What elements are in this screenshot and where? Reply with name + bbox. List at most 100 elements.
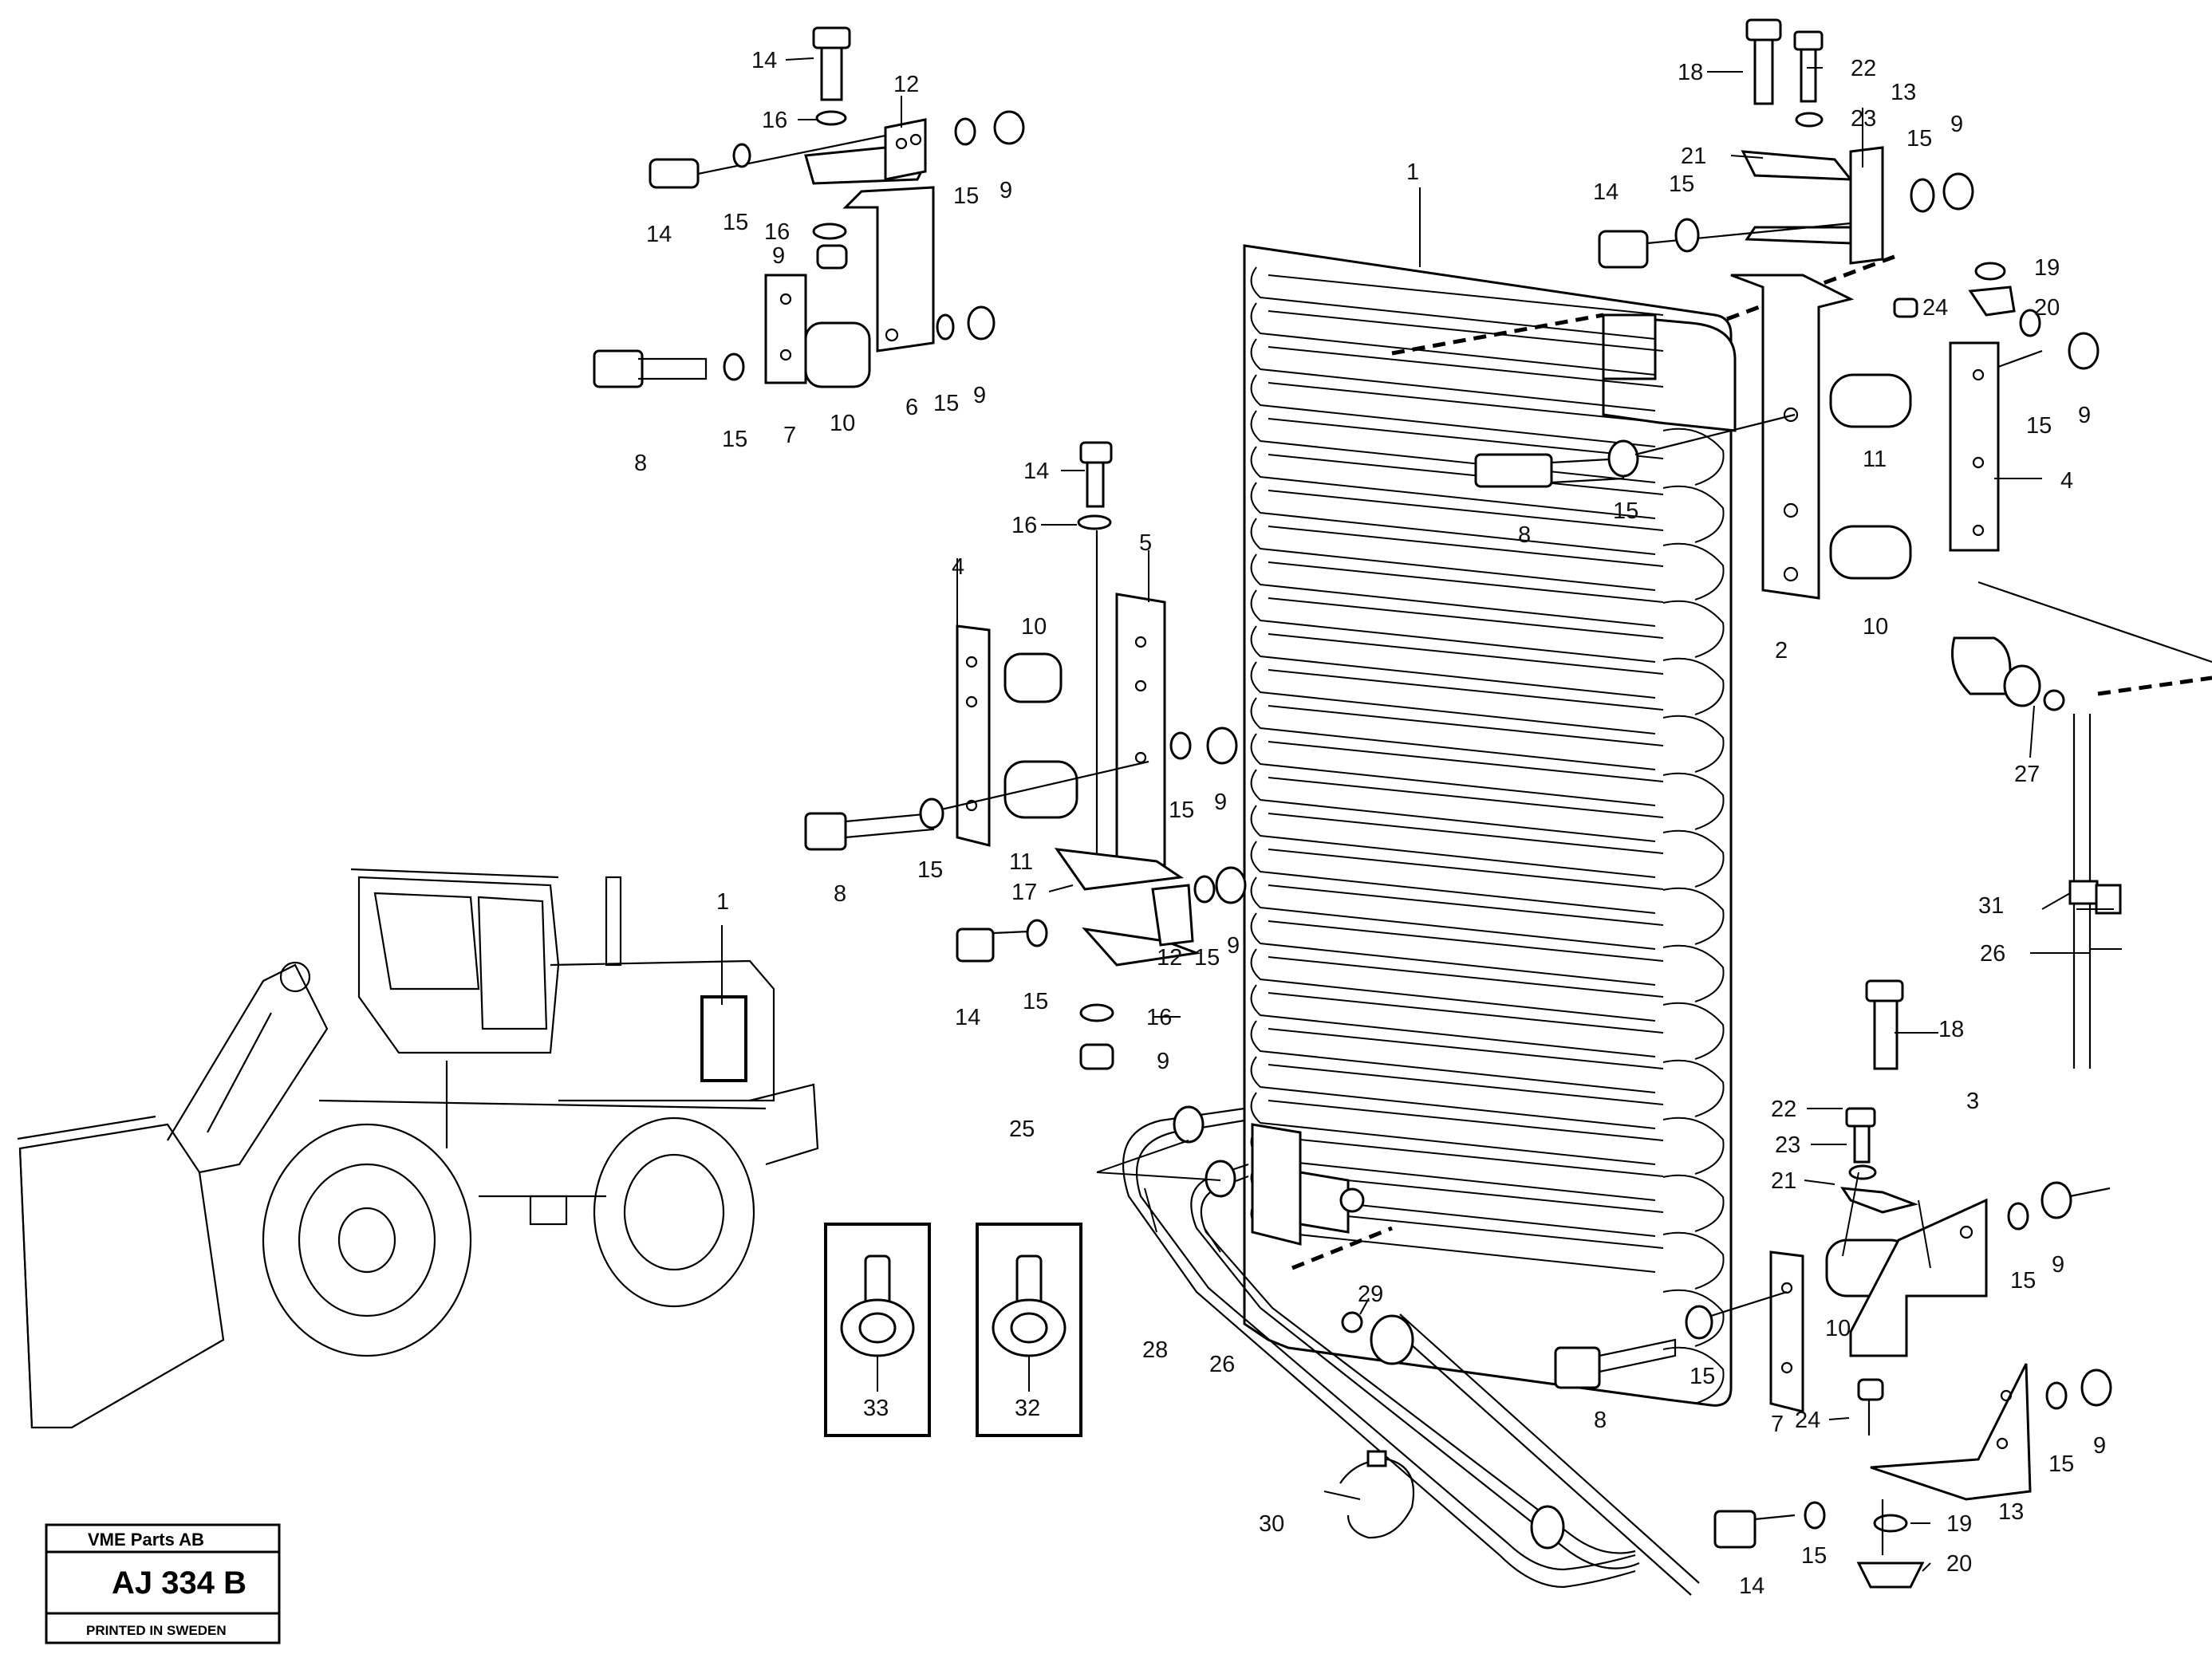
callout-15: 15 xyxy=(722,427,747,452)
condenser-fin xyxy=(1268,561,1664,603)
callout-14: 14 xyxy=(1023,459,1049,484)
condenser-tube xyxy=(1250,984,1656,1057)
callout-33: 33 xyxy=(863,1396,889,1421)
stamp-company: VME Parts AB xyxy=(88,1530,204,1550)
bracket-group-bottom-right xyxy=(1554,979,2112,1589)
condenser-tube xyxy=(1250,589,1656,663)
callout-9: 9 xyxy=(1157,1049,1169,1074)
condenser-return-bend xyxy=(1662,600,1725,658)
condenser-fin xyxy=(1268,1136,1664,1177)
condenser-return-bend xyxy=(1662,1346,1725,1404)
callout-15: 15 xyxy=(1023,989,1048,1014)
callout-4: 4 xyxy=(2060,468,2073,494)
condenser-tube xyxy=(1250,912,1656,986)
condenser-tube xyxy=(1250,876,1656,950)
callout-5: 5 xyxy=(1139,530,1152,556)
pipe-assembly-right xyxy=(1951,581,2212,1069)
condenser-tube xyxy=(1250,518,1656,591)
condenser-fin xyxy=(1268,346,1664,388)
callout-9: 9 xyxy=(1950,112,1963,137)
callout-15: 15 xyxy=(2048,1451,2074,1477)
condenser-tube xyxy=(1250,302,1656,376)
condenser-tube xyxy=(1250,338,1656,412)
condenser-return-bend xyxy=(1662,1174,1725,1232)
callout-14: 14 xyxy=(751,48,777,73)
callout-15: 15 xyxy=(1690,1364,1715,1389)
condenser-return-bend xyxy=(1662,485,1725,543)
callout-26: 26 xyxy=(1980,941,2005,967)
leader-lines xyxy=(721,96,2122,1500)
callout-21: 21 xyxy=(1771,1168,1796,1194)
callout-3: 3 xyxy=(1966,1089,1979,1114)
callout-6: 6 xyxy=(905,395,918,420)
condenser-fin xyxy=(1268,777,1664,818)
condenser-fin xyxy=(1268,382,1664,423)
callout-9: 9 xyxy=(772,243,785,269)
condenser-return-bend xyxy=(1662,542,1725,601)
callout-15: 15 xyxy=(1613,498,1638,524)
hoses xyxy=(1122,1105,1700,1596)
callout-11: 11 xyxy=(1009,849,1033,875)
callout-31: 31 xyxy=(1978,893,2004,919)
stamp-code: AJ 334 B xyxy=(112,1565,246,1601)
callout-19: 19 xyxy=(1946,1511,1972,1537)
callout-13: 13 xyxy=(1891,80,1916,105)
callout-16: 16 xyxy=(762,108,787,133)
condenser-tube xyxy=(1250,661,1656,734)
dashed-line xyxy=(1391,313,1604,356)
condenser-return-bend xyxy=(1662,427,1725,486)
callout-10: 10 xyxy=(1863,614,1888,640)
callout-15: 15 xyxy=(2026,413,2052,439)
callout-13: 13 xyxy=(1998,1499,2024,1525)
callout-27: 27 xyxy=(2014,762,2040,787)
callout-8: 8 xyxy=(634,451,647,476)
callout-14: 14 xyxy=(1739,1573,1764,1599)
callout-15: 15 xyxy=(1669,171,1694,197)
callout-30: 30 xyxy=(1259,1511,1284,1537)
callout-12: 12 xyxy=(1157,945,1182,971)
callout-25: 25 xyxy=(1009,1116,1035,1142)
callout-14: 14 xyxy=(646,222,672,247)
callout-18: 18 xyxy=(1938,1017,1964,1042)
callout-16: 16 xyxy=(1011,513,1037,538)
callout-15: 15 xyxy=(2010,1268,2036,1294)
stamp-printed: PRINTED IN SWEDEN xyxy=(86,1623,227,1638)
condenser-tube xyxy=(1250,1020,1656,1093)
callout-22: 22 xyxy=(1851,56,1876,81)
callout-10: 10 xyxy=(830,411,855,436)
callout-32: 32 xyxy=(1015,1396,1040,1421)
callout-9: 9 xyxy=(2052,1252,2064,1278)
clamp-inset-33 xyxy=(824,1223,931,1437)
callout-24: 24 xyxy=(1795,1408,1820,1433)
callout-15: 15 xyxy=(1194,945,1220,971)
condenser-fin xyxy=(1268,1064,1664,1105)
condenser-tube xyxy=(1250,697,1656,770)
callout-15: 15 xyxy=(1801,1543,1827,1569)
callout-15: 15 xyxy=(953,183,979,209)
callout-29: 29 xyxy=(1358,1282,1383,1307)
condenser-tube xyxy=(1250,410,1656,483)
dashed-line xyxy=(1291,1226,1393,1270)
callout-1: 1 xyxy=(716,889,729,915)
condenser-return-bend xyxy=(1662,657,1725,715)
callout-12: 12 xyxy=(893,72,919,97)
callout-1: 1 xyxy=(1406,159,1419,185)
callout-21: 21 xyxy=(1681,144,1706,169)
callout-20: 20 xyxy=(2034,295,2060,321)
condenser-tube xyxy=(1250,625,1656,699)
wheel-loader-illustration xyxy=(17,868,819,1429)
condenser-fin xyxy=(1268,310,1664,352)
condenser-fin xyxy=(1268,1028,1664,1069)
label-ticks xyxy=(785,57,2114,1572)
condenser-fin xyxy=(1268,813,1664,854)
callout-15: 15 xyxy=(933,391,959,416)
condenser-tube xyxy=(1250,841,1656,914)
callout-8: 8 xyxy=(834,881,846,907)
condenser-tube xyxy=(1250,948,1656,1022)
callout-23: 23 xyxy=(1851,106,1876,132)
condenser-return-bend xyxy=(1662,829,1725,888)
condenser-tube xyxy=(1250,769,1656,842)
condenser-tube xyxy=(1250,266,1656,340)
callout-26: 26 xyxy=(1209,1352,1235,1377)
